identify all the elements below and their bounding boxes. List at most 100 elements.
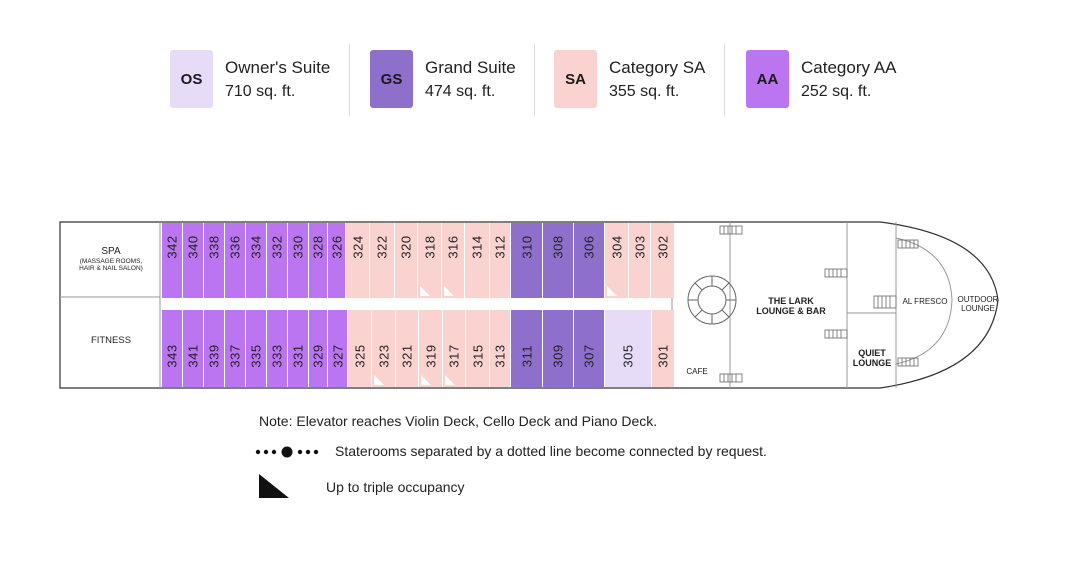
stateroom-307[interactable]: 307 [574,310,605,387]
dotted-line-icon [255,446,319,458]
stateroom-308[interactable]: 308 [543,223,574,298]
stateroom-number: 319 [423,344,438,368]
outdoor-line-2: LOUNGE [961,304,995,313]
stateroom-332[interactable]: 332 [267,223,288,298]
legend-size-os: 710 sq. ft. [225,83,296,100]
triple-occupancy-icon [420,286,430,296]
stateroom-342[interactable]: 342 [162,223,183,298]
legend-badge-aa: AA [746,50,789,108]
stateroom-324[interactable]: 324 [346,223,370,298]
stateroom-329[interactable]: 329 [309,310,328,387]
dotted-line-note: Staterooms separated by a dotted line be… [335,443,767,459]
legend-name-gs: Grand Suite [425,58,516,77]
legend-name-sa: Category SA [609,58,706,77]
triple-occupancy-note: Up to triple occupancy [326,479,465,495]
stateroom-number: 312 [492,235,508,259]
stateroom-319[interactable]: 319 [419,310,443,387]
stateroom-326[interactable]: 326 [328,223,346,298]
stateroom-number: 316 [445,235,461,259]
legend-divider [724,44,725,116]
spa-subtitle-2: HAIR & NAIL SALON) [79,265,143,272]
stateroom-number: 335 [248,344,264,368]
stateroom-323[interactable]: 323 [372,310,396,387]
stateroom-341[interactable]: 341 [183,310,204,387]
stateroom-343[interactable]: 343 [162,310,183,387]
lark-line-1: THE LARK [768,296,814,306]
stateroom-number: 304 [609,235,624,259]
stateroom-number: 327 [330,344,345,368]
stateroom-311[interactable]: 311 [511,310,543,387]
stateroom-number: 302 [655,235,670,259]
stateroom-number: 326 [329,235,344,259]
stateroom-number: 328 [310,235,326,259]
stateroom-310[interactable]: 310 [511,223,543,298]
stateroom-302[interactable]: 302 [651,223,675,298]
stateroom-306[interactable]: 306 [574,223,605,298]
triple-occupancy-icon [259,474,289,498]
stateroom-number: 301 [655,344,671,368]
spa-subtitle: (MASSAGE ROOMS, [79,258,143,265]
stateroom-334[interactable]: 334 [246,223,267,298]
stateroom-331[interactable]: 331 [288,310,309,387]
stateroom-number: 322 [374,235,390,259]
stateroom-333[interactable]: 333 [267,310,288,387]
stateroom-number: 325 [352,344,367,368]
stateroom-320[interactable]: 320 [395,223,418,298]
stateroom-337[interactable]: 337 [225,310,246,387]
stateroom-301[interactable]: 301 [652,310,675,387]
stateroom-330[interactable]: 330 [288,223,309,298]
legend-badge-os: OS [170,50,213,108]
stateroom-number: 305 [620,344,636,368]
stateroom-number: 306 [581,235,597,259]
stateroom-335[interactable]: 335 [246,310,267,387]
stateroom-322[interactable]: 322 [370,223,395,298]
stateroom-338[interactable]: 338 [204,223,225,298]
stateroom-318[interactable]: 318 [418,223,442,298]
outdoor-lounge-label: OUTDOOR LOUNGE [953,295,1003,313]
stateroom-number: 342 [164,235,180,259]
stateroom-309[interactable]: 309 [543,310,574,387]
stateroom-number: 331 [290,344,306,368]
stateroom-340[interactable]: 340 [183,223,204,298]
stateroom-336[interactable]: 336 [225,223,246,298]
stateroom-314[interactable]: 314 [465,223,490,298]
stateroom-328[interactable]: 328 [309,223,328,298]
triple-occupancy-icon [445,375,455,385]
triple-occupancy-icon [607,286,617,296]
legend-divider [534,44,535,116]
stateroom-303[interactable]: 303 [629,223,651,298]
stateroom-305[interactable]: 305 [605,310,652,387]
legend-size-gs: 474 sq. ft. [425,83,496,100]
stateroom-321[interactable]: 321 [396,310,419,387]
stateroom-number: 309 [550,344,566,368]
stateroom-325[interactable]: 325 [348,310,372,387]
legend: OS Owner's Suite 710 sq. ft. GS Grand Su… [160,44,920,116]
triple-occupancy-icon [444,286,454,296]
stateroom-313[interactable]: 313 [490,310,511,387]
lark-lounge-label: THE LARK LOUNGE & BAR [748,296,834,316]
stateroom-number: 317 [446,344,462,368]
stateroom-number: 343 [164,344,180,368]
legend-badge-gs: GS [370,50,413,108]
al-fresco-label: AL FRESCO [902,297,948,306]
spa-label: SPA (MASSAGE ROOMS, HAIR & NAIL SALON) [66,246,156,272]
stateroom-number: 330 [290,235,306,259]
triple-occupancy-icon [421,375,431,385]
stateroom-number: 320 [398,235,414,259]
stateroom-316[interactable]: 316 [442,223,465,298]
legend-size-sa: 355 sq. ft. [609,83,680,100]
stateroom-339[interactable]: 339 [204,310,225,387]
stateroom-304[interactable]: 304 [605,223,629,298]
stateroom-number: 318 [422,235,437,259]
stateroom-312[interactable]: 312 [490,223,511,298]
stateroom-number: 323 [376,344,391,368]
legend-name-aa: Category AA [801,58,897,77]
legend-name-os: Owner's Suite [225,58,331,77]
stateroom-315[interactable]: 315 [466,310,490,387]
stateroom-317[interactable]: 317 [443,310,466,387]
stateroom-number: 337 [227,344,243,368]
legend-divider [349,44,350,116]
stateroom-327[interactable]: 327 [328,310,348,387]
quiet-lounge-label: QUIET LOUNGE [848,348,896,368]
